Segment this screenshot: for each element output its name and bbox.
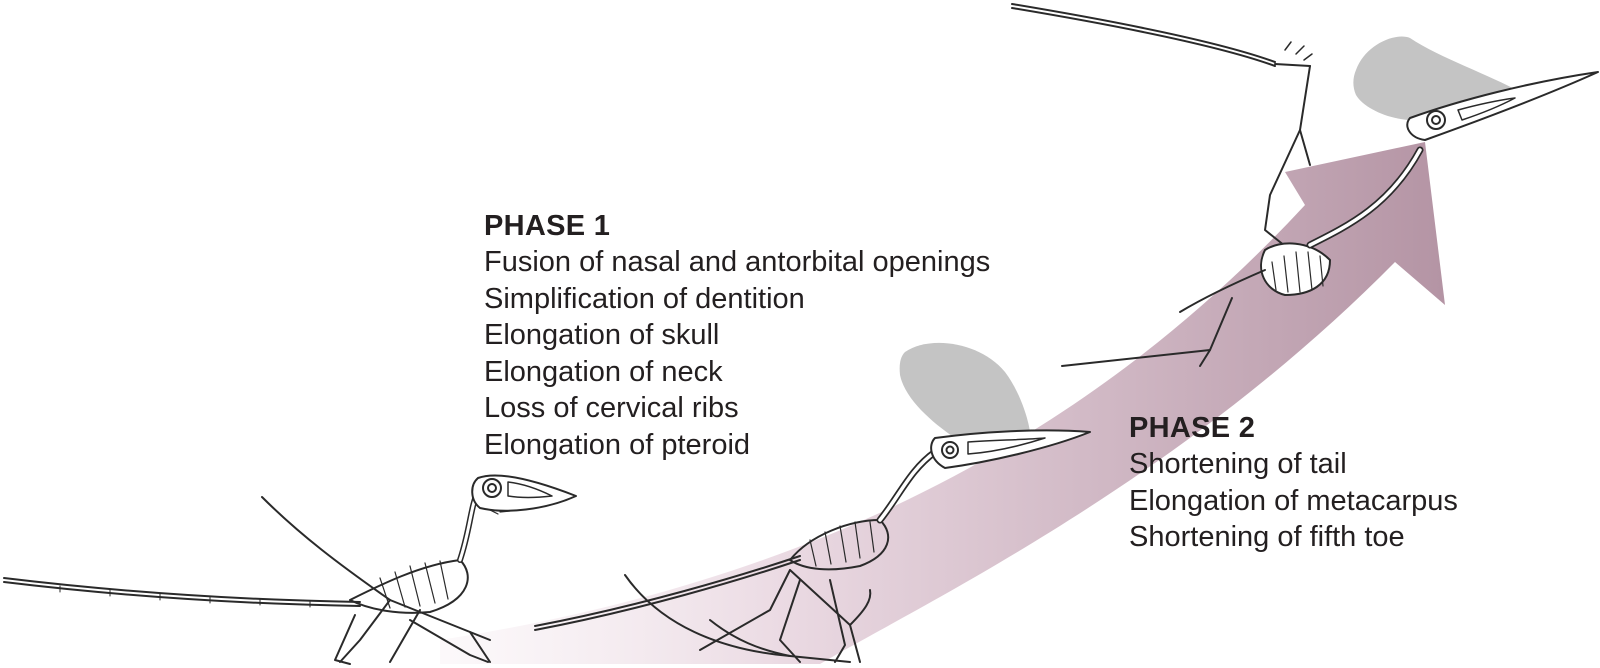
phase-2-traits: Shortening of tail Elongation of metacar… xyxy=(1129,446,1458,556)
trait-item: Loss of cervical ribs xyxy=(484,392,739,425)
trait-item: Shortening of tail xyxy=(1129,448,1347,480)
trait-item: Elongation of neck xyxy=(484,355,723,388)
intermediate-pterosaur-skeleton xyxy=(534,342,1091,663)
trait-item: Elongation of pteroid xyxy=(484,428,751,461)
phase-1-traits: Fusion of nasal and antorbital openings … xyxy=(484,244,990,464)
phase-1-title: PHASE 1 xyxy=(484,210,611,242)
trait-item: Simplification of dentition xyxy=(484,282,805,315)
trait-item: Fusion of nasal and antorbital openings xyxy=(484,246,991,278)
phase-2-title: PHASE 2 xyxy=(1129,412,1256,444)
trait-item: Shortening of fifth toe xyxy=(1129,521,1405,554)
phase-1-block: PHASE 1 Fusion of nasal and antorbital o… xyxy=(484,208,990,464)
basal-pterosaur-skeleton xyxy=(3,474,577,665)
trait-item: Elongation of skull xyxy=(484,319,720,352)
phase-2-block: PHASE 2 Shortening of tail Elongation of… xyxy=(1129,410,1458,556)
evolution-arrow xyxy=(440,142,1445,664)
head-crest xyxy=(899,342,1030,440)
derived-pterodactyloid-skeleton xyxy=(1011,3,1599,367)
trait-item: Elongation of metacarpus xyxy=(1129,484,1458,517)
